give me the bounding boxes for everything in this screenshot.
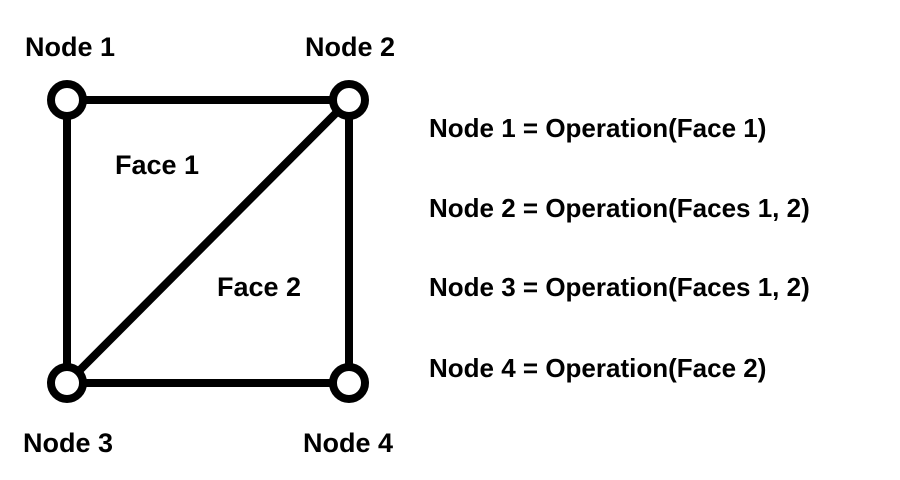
node-1-circle	[47, 80, 87, 120]
equation-node-1: Node 1 = Operation(Face 1)	[429, 113, 767, 143]
equation-node-4: Node 4 = Operation(Face 2)	[429, 353, 767, 383]
node-1-label: Node 1	[25, 32, 116, 62]
face-1-label: Face 1	[115, 150, 200, 180]
node-2-circle	[329, 80, 369, 120]
equation-node-2: Node 2 = Operation(Faces 1, 2)	[429, 193, 810, 223]
node-3-label: Node 3	[23, 428, 114, 458]
node-3-circle	[47, 363, 87, 403]
node-4-label: Node 4	[303, 428, 394, 458]
node-2-label: Node 2	[305, 32, 396, 62]
face-2-label: Face 2	[217, 272, 302, 302]
equation-node-3: Node 3 = Operation(Faces 1, 2)	[429, 272, 810, 302]
node-4-circle	[329, 363, 369, 403]
edge-diagonal	[64, 97, 352, 386]
